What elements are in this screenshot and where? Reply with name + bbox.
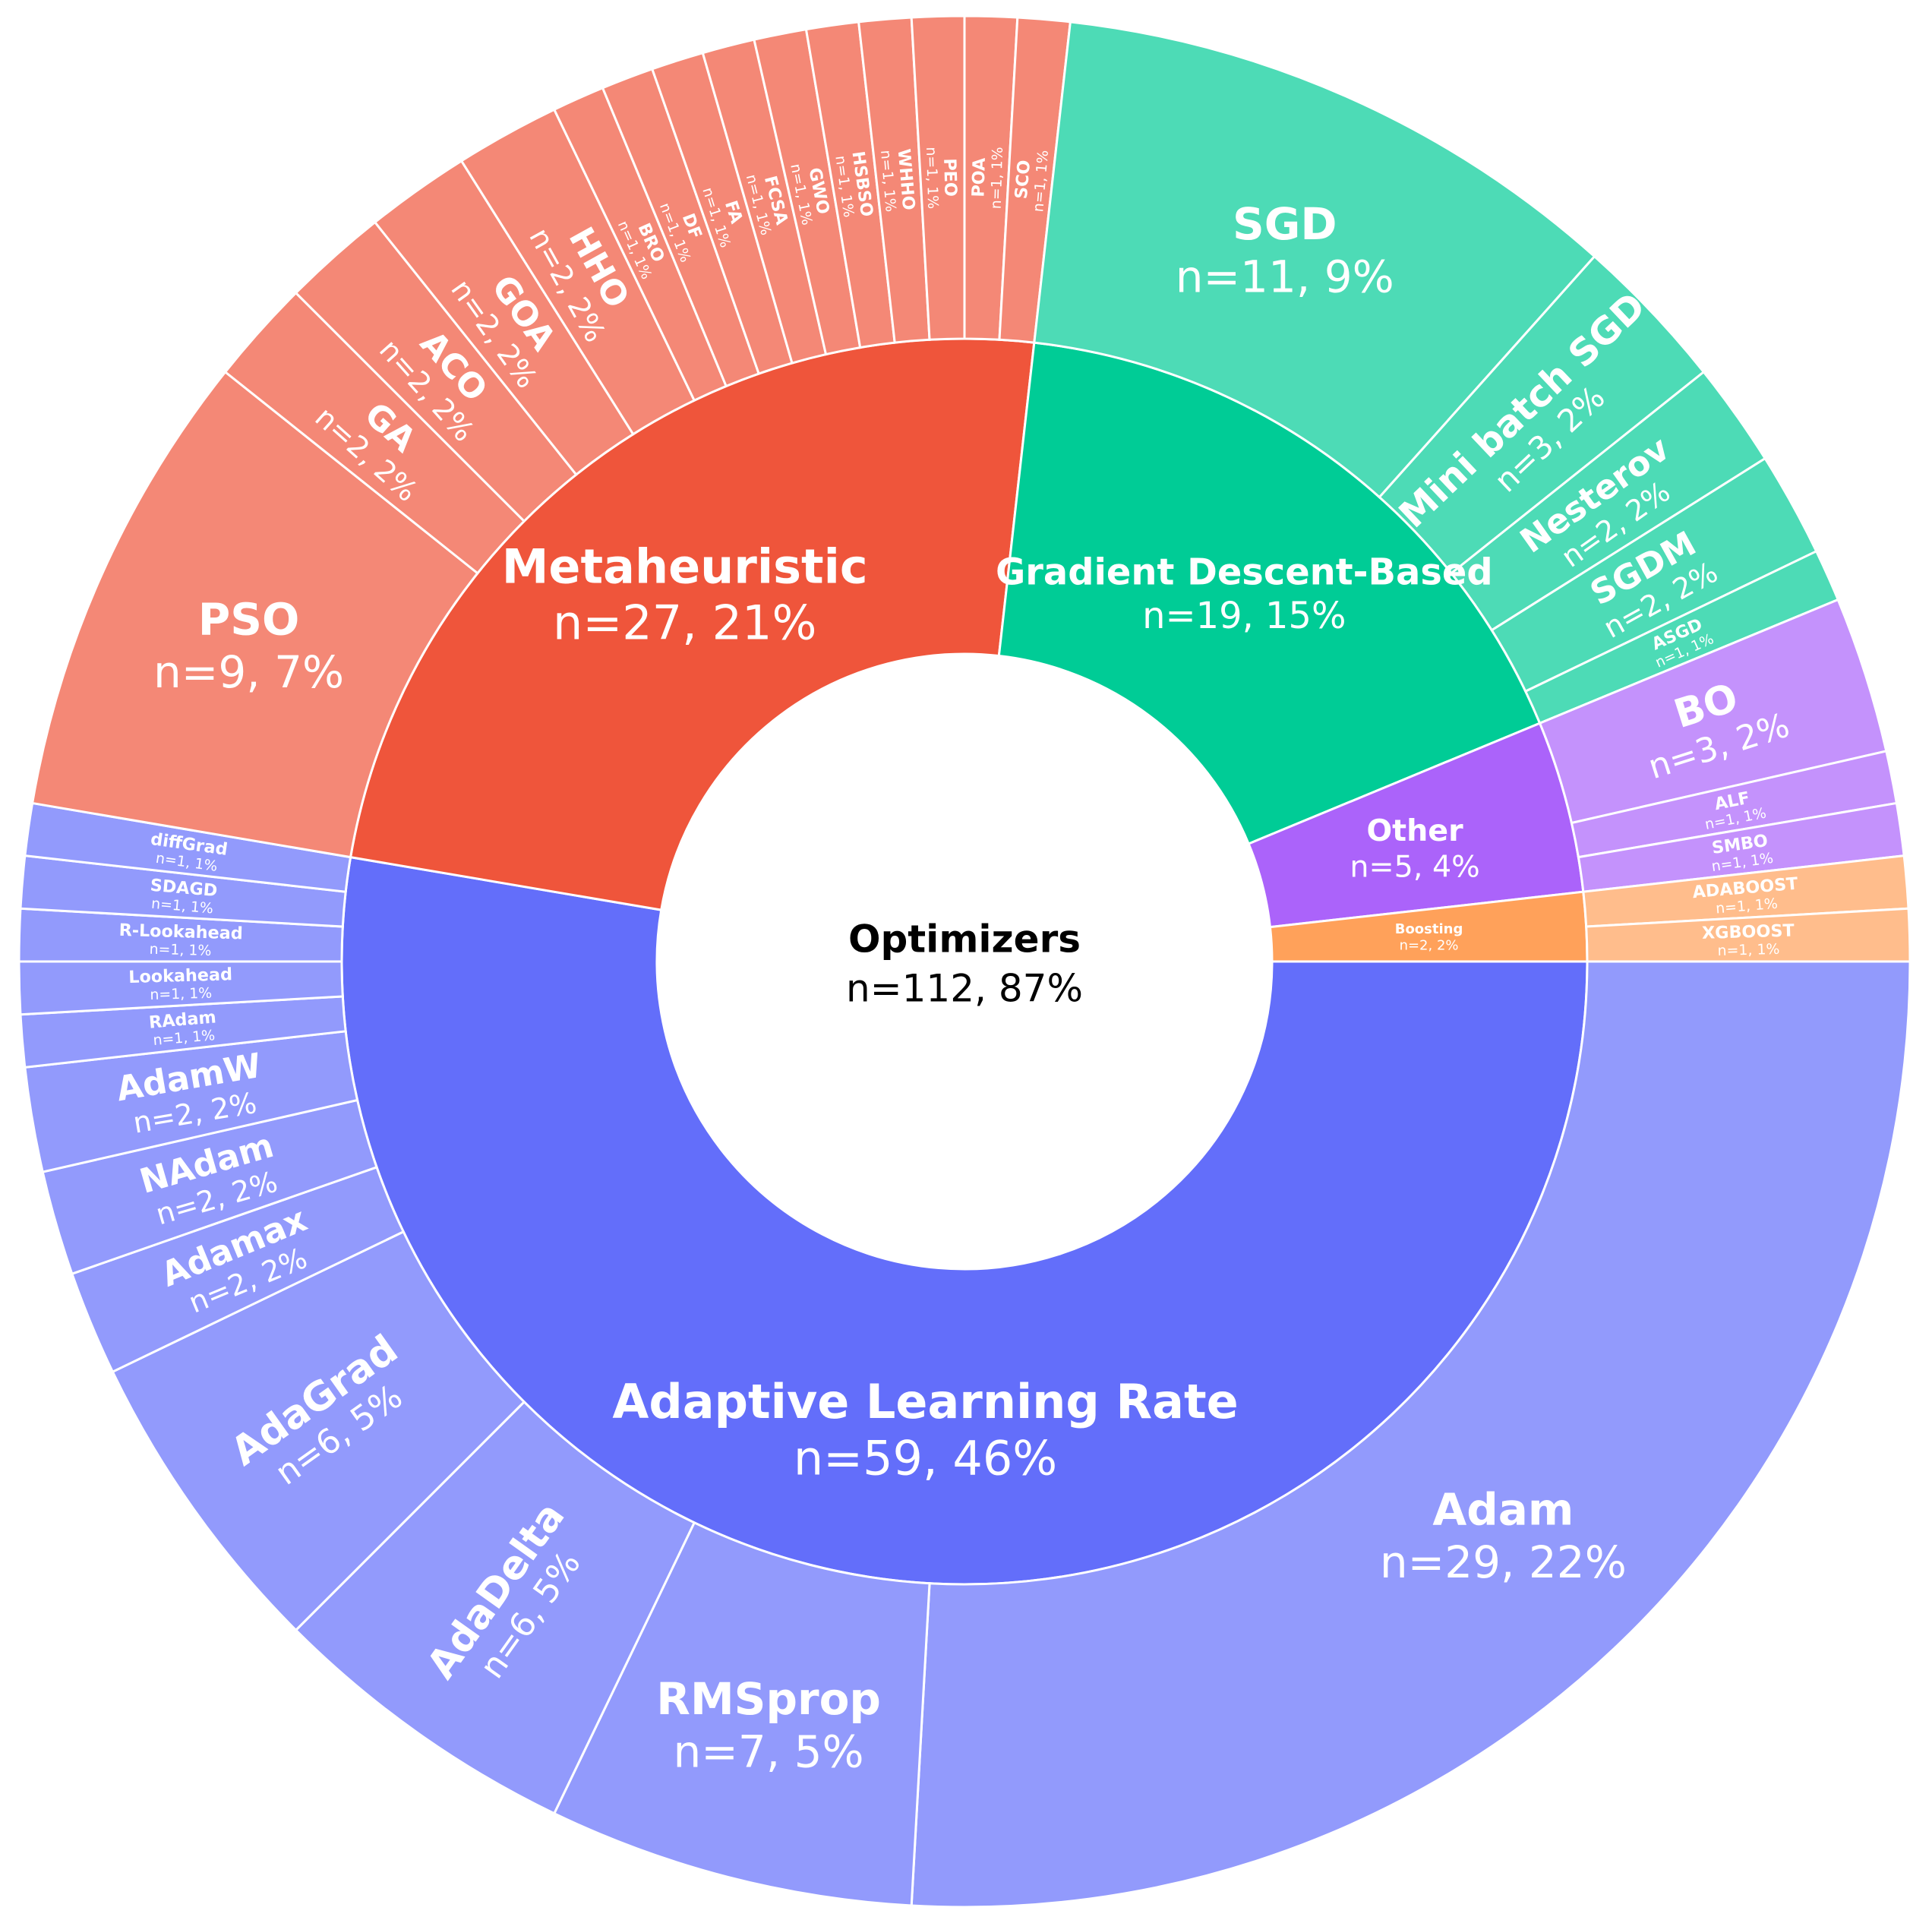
label-name-metaheuristic-sco: SCO xyxy=(1012,159,1034,200)
label-name-metaheuristic-peo: PEO xyxy=(939,158,960,197)
wedge-layer xyxy=(17,14,1911,1909)
label-name-adaptive-learning-rate-lookahead: Lookahead xyxy=(128,965,232,987)
wedge-adaptive-learning-rate-adam xyxy=(910,960,1911,1909)
label-name-adaptive-learning-rate: Adaptive Learning Rate xyxy=(612,1374,1238,1429)
center-title: Optimizers xyxy=(848,917,1081,962)
label-name-other: Other xyxy=(1367,813,1464,848)
label-name-gradient-descent-based-sgd: SGD xyxy=(1233,198,1337,250)
center-disc xyxy=(657,654,1272,1269)
label-value-other: n=5, 4% xyxy=(1350,850,1479,885)
label-value-metaheuristic-poa: n=1, 1% xyxy=(988,147,1006,209)
label-value-metaheuristic: n=27, 21% xyxy=(553,595,816,651)
center-value: n=112, 87% xyxy=(846,967,1083,1011)
label-value-gradient-descent-based: n=19, 15% xyxy=(1142,595,1346,637)
wedge-boosting-xgboost xyxy=(1585,907,1911,963)
label-name-adaptive-learning-rate-adam: Adam xyxy=(1432,1484,1574,1536)
wedge-gradient-descent-based-sgd xyxy=(1033,21,1596,499)
label-name-adaptive-learning-rate-r-lookahead: R-Lookahead xyxy=(118,921,243,944)
label-name-gradient-descent-based: Gradient Descent-Based xyxy=(996,551,1493,593)
label-value-metaheuristic-peo: n=1, 1% xyxy=(923,147,941,209)
label-value-adaptive-learning-rate-rmsprop: n=7, 5% xyxy=(674,1726,864,1778)
label-value-boosting: n=2, 2% xyxy=(1400,938,1459,954)
label-value-adaptive-learning-rate-adam: n=29, 22% xyxy=(1380,1536,1627,1588)
label-name-metaheuristic-pso: PSO xyxy=(198,594,300,646)
label-value-adaptive-learning-rate: n=59, 46% xyxy=(794,1430,1057,1486)
label-value-gradient-descent-based-sgd: n=11, 9% xyxy=(1176,251,1394,302)
label-value-boosting-xgboost: n=1, 1% xyxy=(1717,941,1779,959)
label-value-adaptive-learning-rate-r-lookahead: n=1, 1% xyxy=(149,941,211,959)
label-name-metaheuristic-poa: POA xyxy=(968,157,989,197)
label-value-adaptive-learning-rate-lookahead: n=1, 1% xyxy=(150,985,212,1003)
label-name-adaptive-learning-rate-rmsprop: RMSprop xyxy=(656,1673,881,1725)
label-name-metaheuristic: Metaheuristic xyxy=(502,538,868,594)
label-name-boosting-xgboost: XGBOOST xyxy=(1702,921,1795,943)
label-name-boosting: Boosting xyxy=(1395,921,1463,937)
label-value-metaheuristic-pso: n=9, 7% xyxy=(153,646,344,698)
